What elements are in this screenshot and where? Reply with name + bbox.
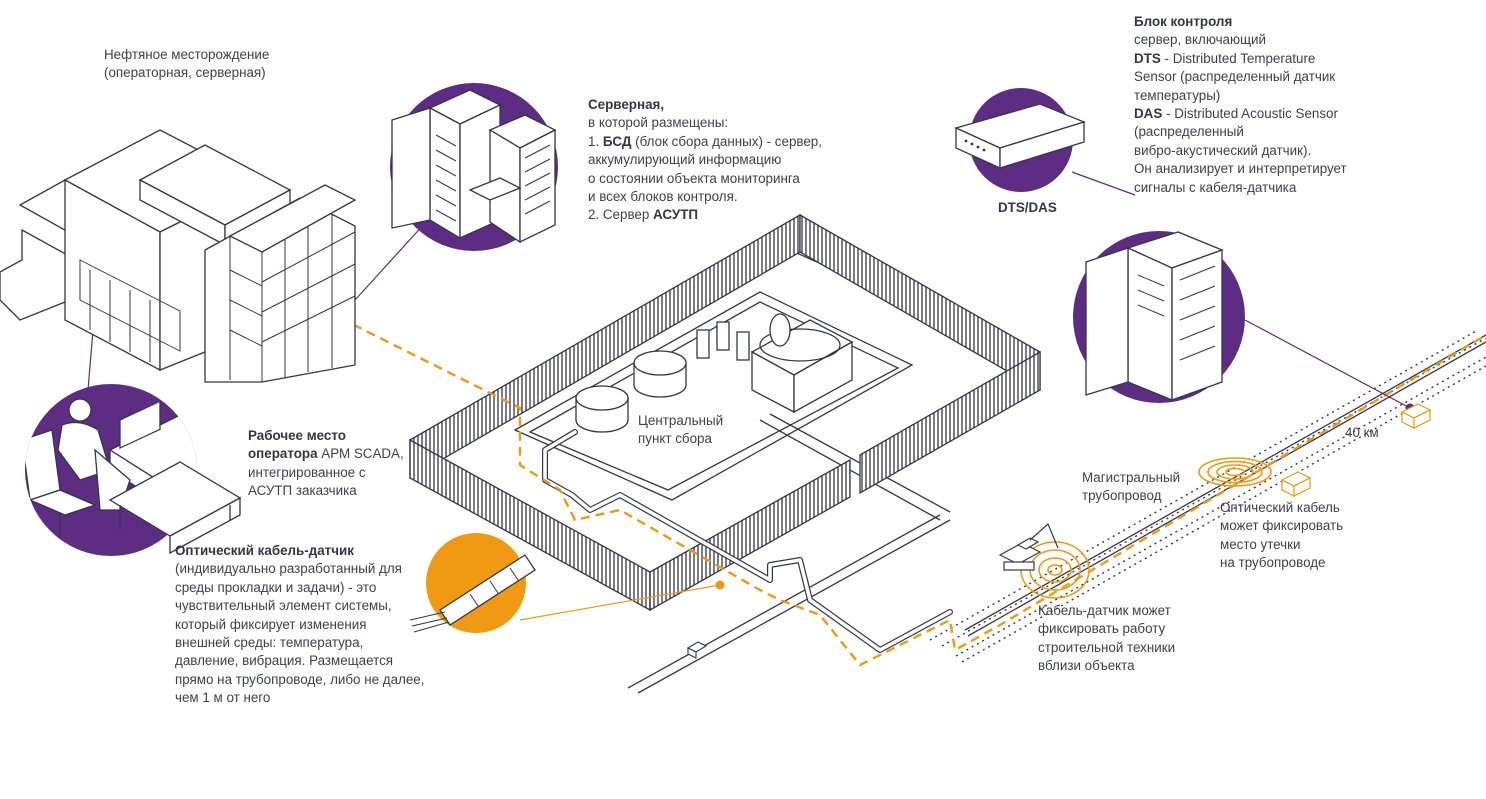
callout-dot-cable: [715, 580, 725, 590]
site-equipment: [575, 313, 854, 433]
server-room-title: Серверная,: [588, 97, 665, 112]
oilfield-label: Нефтяное месторождение (операторная, сер…: [104, 47, 270, 81]
leak-signal-rings: [1198, 457, 1272, 487]
server-room-illustration: [390, 83, 558, 251]
control-rack-illustration: [1073, 231, 1245, 403]
workplace-illustration: [25, 384, 242, 556]
central-site-fence: [409, 213, 1041, 612]
main-pipeline-label: Магистральный трубопровод: [1082, 470, 1181, 504]
leak-box-icon: [1280, 471, 1312, 497]
dts-das-label: DTS/DAS: [998, 200, 1057, 215]
workplace-label: Рабочее место оператора АРМ SCADA, интег…: [248, 428, 404, 499]
control-block-label: Блок контроля сервер, включающий DTS - D…: [1134, 14, 1347, 195]
leak-label: Оптический кабель может фиксировать мест…: [1220, 500, 1344, 571]
optical-cable-route: [339, 316, 1486, 667]
rack-box-icon: [1400, 403, 1432, 429]
distance-label: 40 км: [1345, 425, 1379, 440]
cable-illustration: [409, 533, 536, 633]
optical-cable-label: Оптический кабель-датчик (индивидуально …: [175, 543, 425, 706]
construction-label: Кабель-датчик может фиксировать работу с…: [1038, 603, 1176, 674]
central-point-label: Центральный пункт сбора: [638, 413, 724, 447]
vehicle-icon: [686, 641, 708, 659]
dts-das-illustration: [954, 88, 1086, 192]
server-room-label: Серверная, в которой размещены: 1. БСД (…: [588, 97, 822, 223]
control-block-title: Блок контроля: [1134, 14, 1233, 29]
optical-cable-title: Оптический кабель-датчик: [175, 543, 354, 558]
excavator-icon: [998, 522, 1059, 571]
oilfield-building: [0, 129, 357, 383]
